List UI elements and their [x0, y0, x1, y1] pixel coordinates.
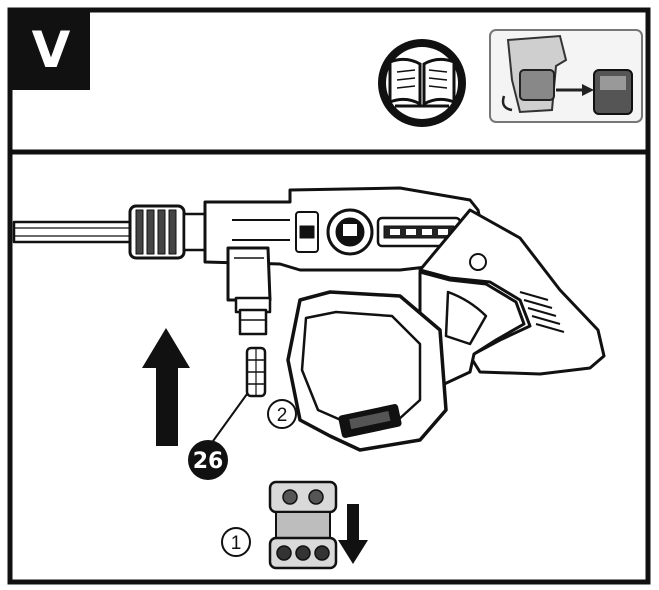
part-number-badge: 26: [188, 440, 228, 480]
step-2-callout: 2: [267, 399, 297, 429]
lance-coupling: [128, 204, 212, 260]
step-1-label: 1: [231, 533, 242, 554]
arrow-down-icon: [338, 504, 368, 564]
inlet-nipple: [238, 308, 268, 336]
step-2-label: 2: [277, 405, 288, 426]
inlet-housing: [226, 246, 272, 302]
lance: [12, 220, 140, 244]
inlet-filter: [245, 346, 267, 398]
arrow-up-icon: [142, 328, 190, 446]
part-number-label: 26: [193, 449, 224, 474]
step-letter: V: [32, 21, 71, 79]
battery-removal-thumbnail: [489, 29, 643, 123]
quick-connector: [268, 480, 338, 570]
open-book-icon: [378, 39, 466, 127]
step-1-callout: 1: [221, 527, 251, 557]
step-badge: [12, 12, 90, 90]
trigger: [444, 290, 488, 346]
rear-housing: [418, 208, 606, 376]
part-26-leader: [207, 393, 248, 449]
pressure-washer-gun: [12, 186, 606, 452]
